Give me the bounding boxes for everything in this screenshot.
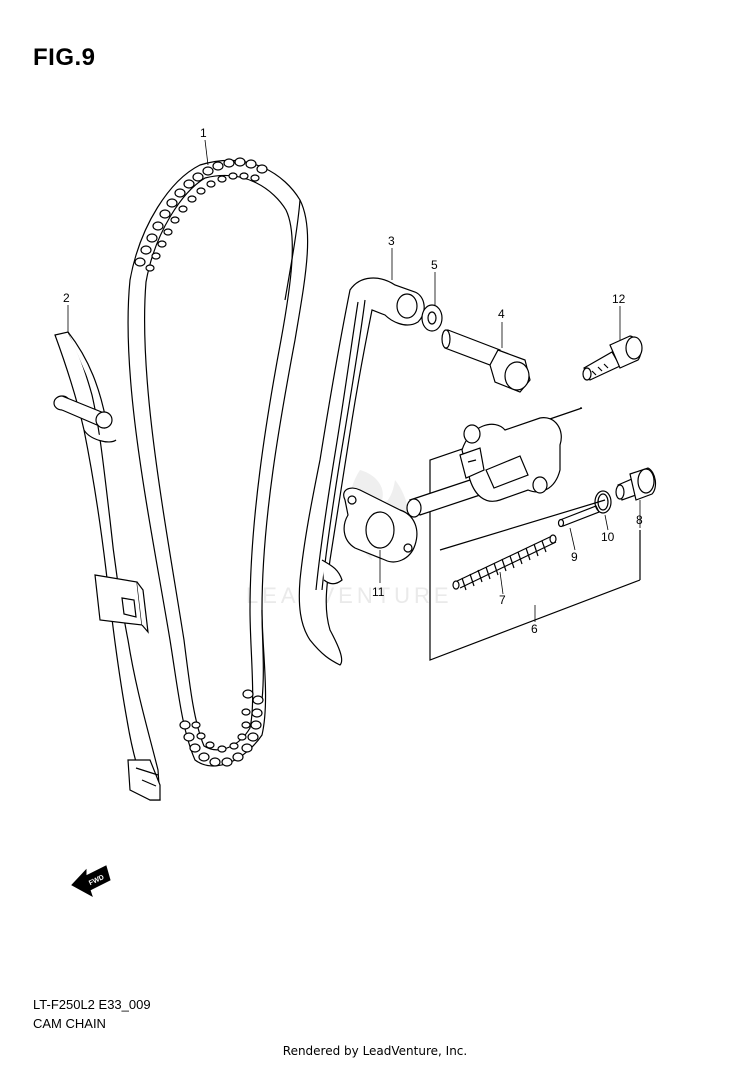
callout-9: 9	[571, 550, 578, 564]
leader-lines	[67, 139, 641, 622]
callout-4: 4	[498, 307, 505, 321]
cam-chain-guide	[53, 331, 161, 801]
watermark-text: LEADVENTURE	[246, 583, 453, 608]
callout-1: 1	[200, 126, 207, 140]
figure-title: FIG.9	[33, 44, 96, 71]
tensioner-spring	[452, 534, 557, 591]
fwd-arrow-icon: FWD	[71, 865, 111, 898]
bolt	[582, 335, 643, 381]
callout-12: 12	[612, 292, 626, 306]
callout-8: 8	[636, 513, 643, 527]
callouts: 1 2 3 5 4 12 11 8 10 9 7 6	[63, 126, 643, 636]
figure-code: LT-F250L2 E33_009	[33, 997, 151, 1012]
plug-bolt	[615, 467, 657, 501]
gasket	[343, 487, 418, 563]
washer	[421, 304, 443, 332]
callout-3: 3	[388, 234, 395, 248]
callout-5: 5	[431, 258, 438, 272]
callout-6: 6	[531, 622, 538, 636]
pushrod-pin	[557, 505, 600, 528]
callout-11: 11	[372, 585, 385, 599]
cam-chain	[127, 157, 309, 767]
cam-chain-tensioner-body	[406, 417, 562, 518]
render-credit: Rendered by LeadVenture, Inc.	[282, 1044, 468, 1058]
figure-name: CAM CHAIN	[33, 1016, 106, 1031]
callout-7: 7	[499, 593, 506, 607]
o-ring	[594, 490, 612, 514]
pivot-bolt	[441, 329, 531, 393]
callout-2: 2	[63, 291, 70, 305]
cam-chain-tensioner-arm	[298, 277, 425, 666]
callout-10: 10	[601, 530, 615, 544]
